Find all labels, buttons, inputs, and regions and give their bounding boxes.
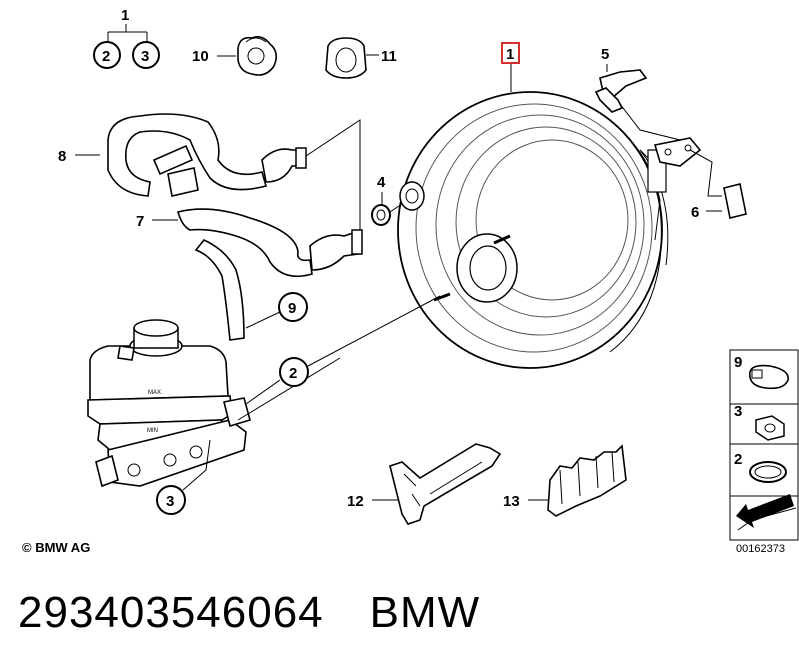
callout-13-label: 13 bbox=[503, 493, 520, 510]
callout-10-label: 10 bbox=[192, 48, 209, 65]
part-6-clip: 6 bbox=[689, 149, 747, 221]
callout-1-label: 1 bbox=[121, 7, 129, 24]
callout-2-mid-circle bbox=[279, 357, 309, 387]
brake-booster bbox=[397, 91, 669, 369]
reservoir-max-mark: MAX bbox=[148, 390, 161, 396]
copyright-text: © BMW AG bbox=[22, 540, 91, 555]
callout-2-mid-label: 2 bbox=[289, 365, 297, 382]
brand-name: BMW bbox=[369, 588, 481, 637]
callout-9: 9 bbox=[245, 292, 308, 329]
part-4-grommet: 4 bbox=[371, 174, 403, 226]
callout-12-label: 12 bbox=[347, 493, 364, 510]
part-8-hose: 8 bbox=[58, 113, 361, 248]
part-13-shield: 13 bbox=[503, 444, 627, 517]
legend-3-label: 3 bbox=[734, 403, 742, 420]
callout-3-circle bbox=[132, 41, 160, 69]
legend-3-nut bbox=[755, 415, 785, 441]
callout-5-label: 5 bbox=[601, 46, 609, 63]
callout-7-label: 7 bbox=[136, 213, 144, 230]
callout-2-circle bbox=[93, 41, 121, 69]
callout-4-label: 4 bbox=[377, 174, 386, 191]
callout-9-label: 9 bbox=[288, 300, 296, 317]
callout-3-low: 3 bbox=[156, 439, 211, 515]
reservoir-min-mark: MIN bbox=[147, 428, 158, 434]
callout-2-label: 2 bbox=[102, 48, 110, 65]
callout-9-circle bbox=[278, 292, 308, 322]
legend-arrow-icon bbox=[736, 494, 794, 528]
part-number: 293403546064 bbox=[18, 588, 324, 637]
legend-panel: 9 3 2 bbox=[729, 349, 799, 541]
callout-11-label: 11 bbox=[381, 48, 397, 65]
footer-caption: 293403546064 BMW bbox=[18, 588, 526, 638]
callout-2-mid: 2 bbox=[279, 295, 441, 387]
callout-1-box: 1 bbox=[501, 42, 520, 92]
part-11-grommet: 11 bbox=[325, 37, 397, 79]
part-12-bracket: 12 bbox=[347, 443, 502, 525]
diagram-ref-number: 00162373 bbox=[736, 543, 785, 555]
legend-2-label: 2 bbox=[734, 451, 742, 468]
callout-3-low-label: 3 bbox=[166, 493, 174, 510]
callout-6-label: 6 bbox=[691, 204, 699, 221]
part-7-hose: 7 bbox=[136, 208, 363, 341]
part-10-clip: 10 bbox=[192, 36, 278, 76]
part-5-pipe: 5 bbox=[594, 46, 702, 167]
callout-1-bracket bbox=[107, 24, 148, 42]
legend-9-label: 9 bbox=[734, 354, 742, 371]
callout-3-low-circle bbox=[156, 485, 186, 515]
master-cylinder: MAX MIN bbox=[87, 319, 341, 488]
callout-8-label: 8 bbox=[58, 148, 66, 165]
legend-2-seal-ring bbox=[749, 461, 787, 483]
callout-group-1: 1 2 3 bbox=[93, 7, 160, 69]
callout-1-box-label: 1 bbox=[506, 46, 514, 63]
callout-3-label: 3 bbox=[141, 48, 149, 65]
